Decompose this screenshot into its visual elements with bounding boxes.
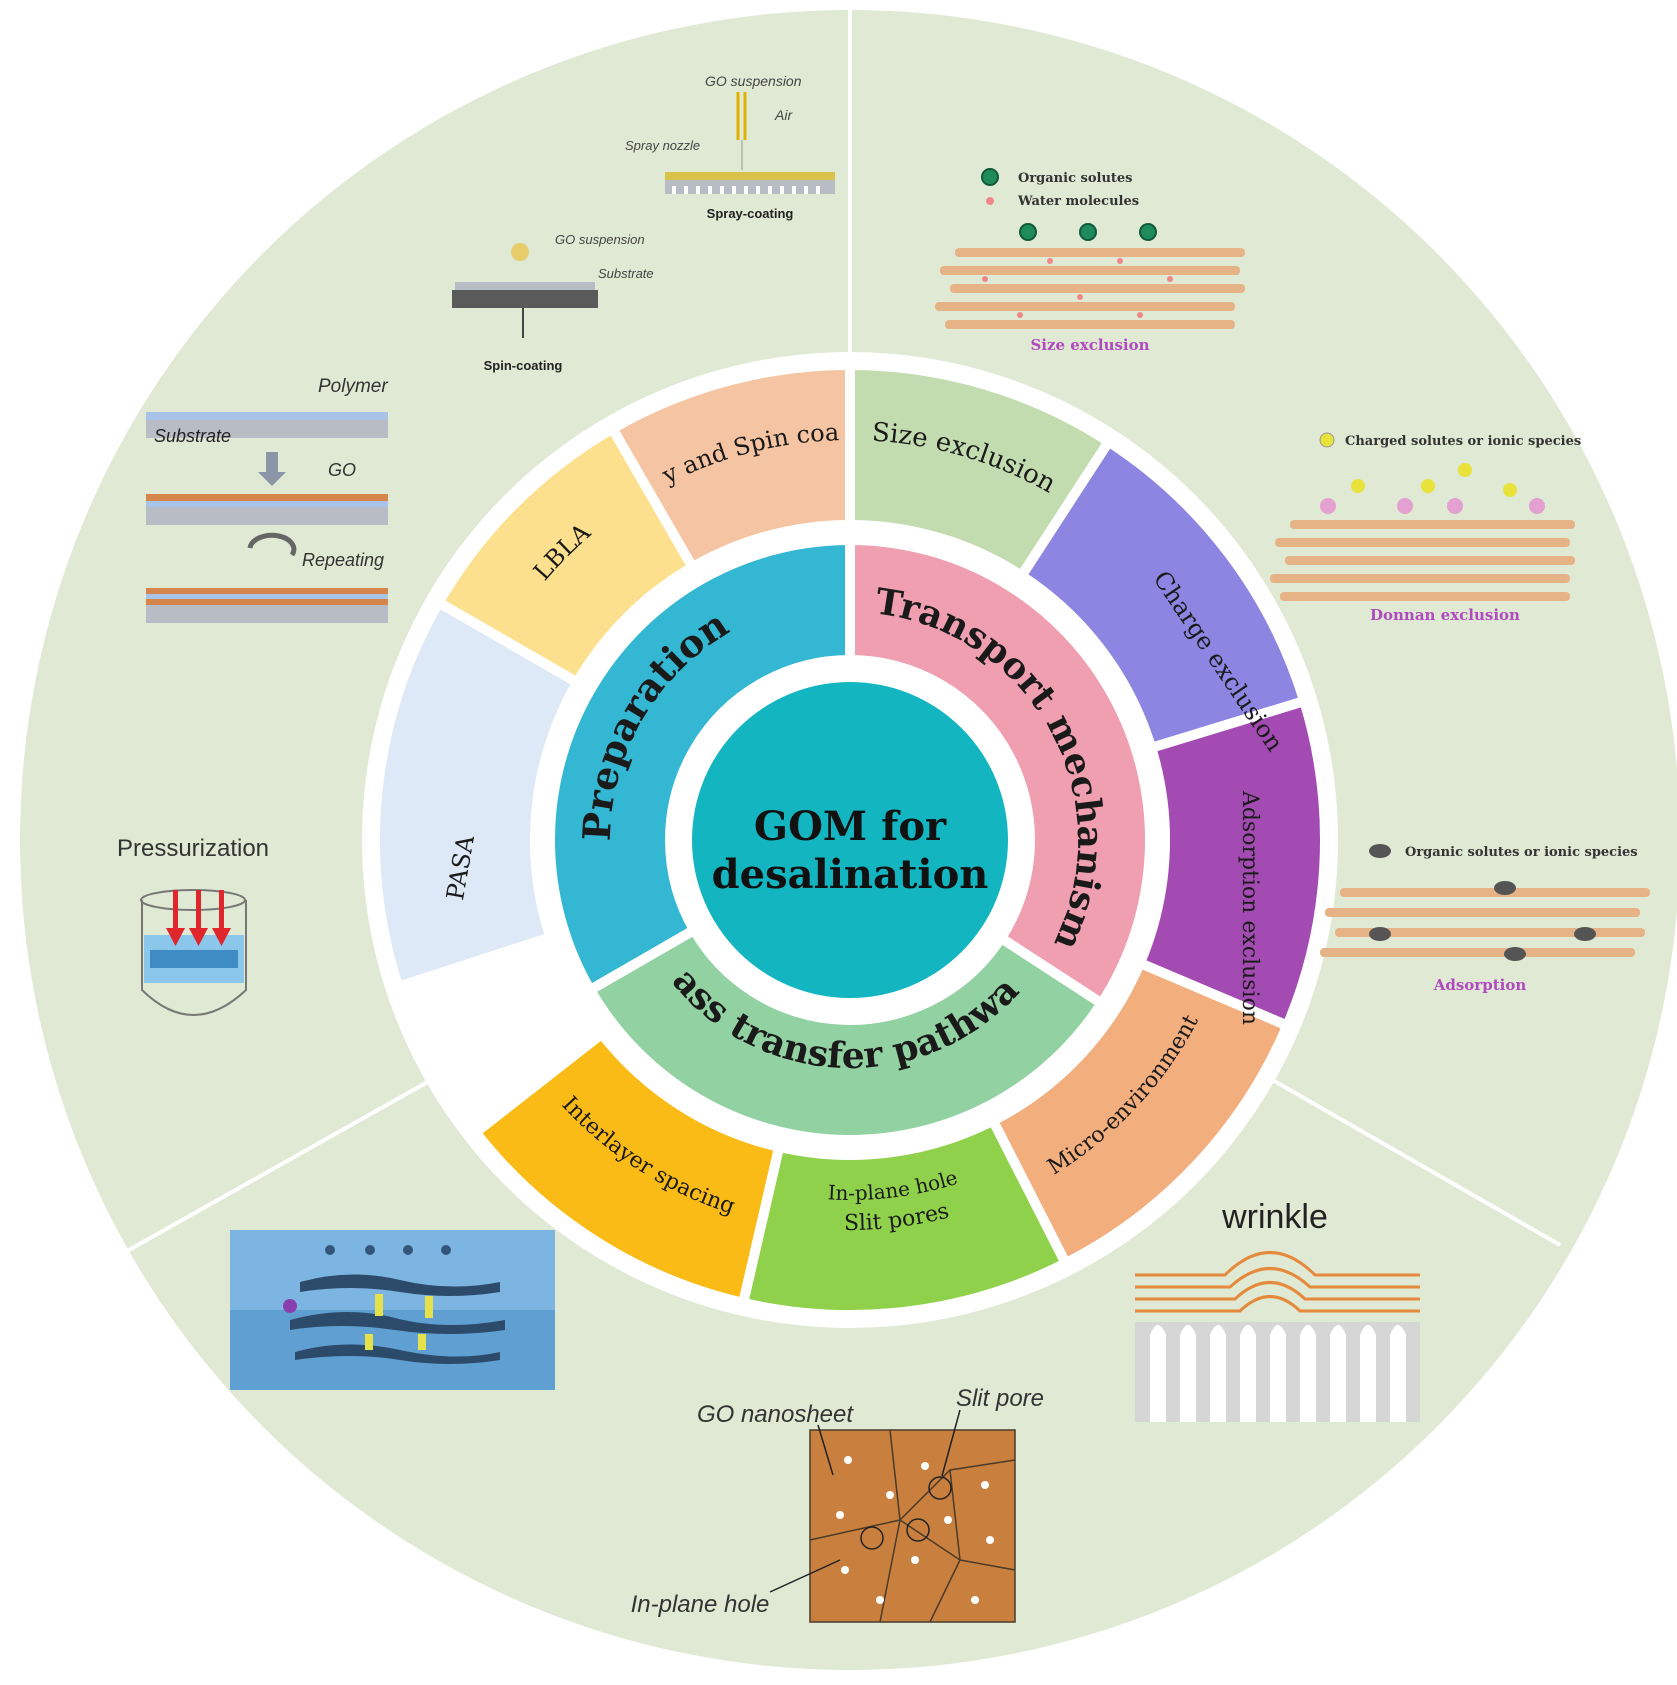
segment-pasa [370,595,585,994]
label-adsorption-exclusion: Adsorption exclusion [1237,790,1262,1025]
lbl-polymer-label: Polymer [318,376,388,397]
wrinkle-illustration: wrinkle [1135,1198,1420,1422]
center-title-line2: desalination [712,851,989,898]
pressurization-illustration: Pressurization [117,835,269,1016]
spray-suspension-label: GO suspension [705,73,802,89]
size-legend-water: Water molecules [1017,194,1139,209]
center-title-line1: GOM for [754,803,947,850]
adsorption-caption: Adsorption [1433,976,1527,994]
category-segment-transport [845,534,1155,1011]
category-segment-preparation [545,534,855,997]
spin-coating-caption: Spin-coating [484,358,563,373]
donnan-caption: Donnan exclusion [1370,606,1520,624]
segment-interlayer-spacing [468,1026,786,1309]
spray-coating-caption: Spray-coating [707,206,794,221]
nanosheet-pores-illustration: GO nanosheet Slit pore In-plane hole [631,1385,1044,1623]
adsorption-legend: Organic solutes or ionic species [1405,845,1638,860]
wrinkle-label: wrinkle [1221,1198,1328,1236]
lbl-assembly-illustration: Polymer Substrate GO Repeating [146,376,388,623]
spin-suspension-label: GO suspension [555,232,645,247]
donnan-legend: Charged solutes or ionic species [1345,434,1581,449]
size-caption: Size exclusion [1030,336,1149,354]
slit-pore-label: Slit pore [956,1385,1044,1412]
spin-coating-illustration: GO suspension Substrate Spin-coating [452,232,654,373]
segment-lbla [431,421,700,690]
spin-substrate-label: Substrate [598,266,654,281]
outer-segment-ring [370,359,1330,1320]
lbl-repeating-label: Repeating [302,550,384,570]
size-legend-organic: Organic solutes [1018,171,1133,186]
donnan-exclusion-illustration: Charged solutes or ionic species Donnan … [1270,432,1581,624]
spray-nozzle-label: Spray nozzle [625,138,700,153]
lbl-go-label: GO [328,460,356,480]
center-circle [692,682,1008,998]
pressurization-label: Pressurization [117,835,269,862]
category-segment-mass [583,923,1109,1145]
nanosheet-label: GO nanosheet [697,1401,854,1428]
spray-coating-illustration: GO suspension Air Spray nozzle Spray-coa… [625,73,835,221]
lbl-substrate-label: Substrate [154,426,231,446]
adsorption-illustration: Organic solutes or ionic species Adsorpt… [1320,844,1650,994]
spray-air-label: Air [774,107,793,123]
size-exclusion-illustration: Organic solutes Water molecules Size exc… [935,168,1245,354]
category-ring [545,534,1155,1145]
interlayer-illustration [230,1230,555,1390]
outer-dividers [119,10,1561,1257]
in-plane-hole-label: In-plane hole [631,1591,770,1618]
